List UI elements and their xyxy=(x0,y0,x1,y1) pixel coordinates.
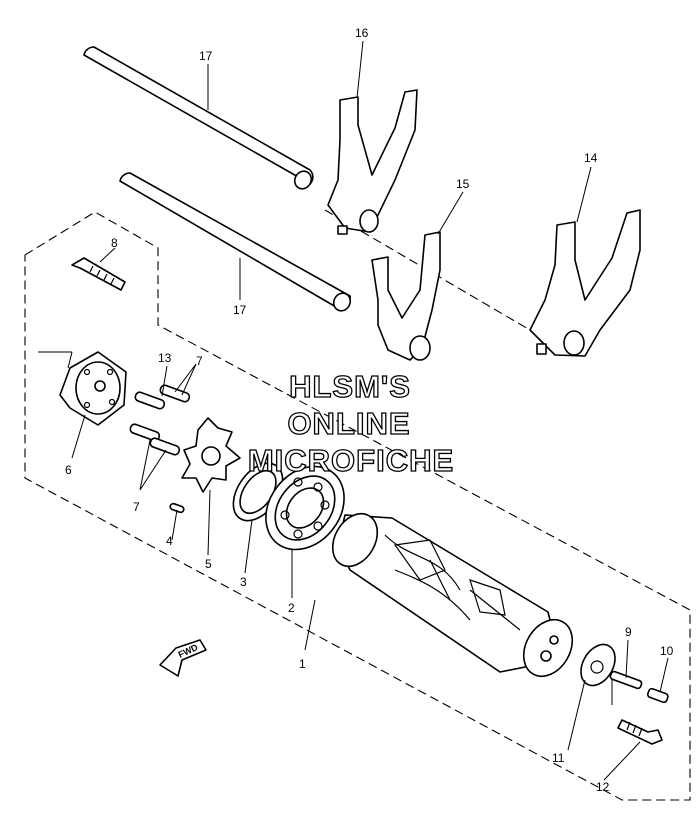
callout-13: 13 xyxy=(158,351,172,365)
forward-direction-arrow: FWD xyxy=(159,639,207,677)
shift-fork-shaft-lower xyxy=(119,172,352,312)
segment-6 xyxy=(59,351,127,426)
callout-12: 12 xyxy=(596,780,610,794)
callout-17-upper: 17 xyxy=(199,49,213,63)
callout-15: 15 xyxy=(456,177,470,191)
dowel-pins xyxy=(129,384,191,514)
watermark-line-2: ONLINE xyxy=(287,406,410,441)
shift-fork-14 xyxy=(529,209,641,357)
callout-8: 8 xyxy=(111,236,118,250)
assembly-boundary xyxy=(24,211,691,801)
callout-5: 5 xyxy=(205,557,212,571)
watermark-line-1: HLSM'S xyxy=(289,369,411,404)
callout-10: 10 xyxy=(660,644,674,658)
screw-8 xyxy=(71,257,126,291)
screw-12 xyxy=(617,719,663,745)
watermark: HLSM'S ONLINE MICROFICHE xyxy=(247,368,454,478)
shift-cam-stopper-5 xyxy=(181,417,241,493)
shift-drum-1 xyxy=(331,512,574,678)
callout-7-upper: 7 xyxy=(196,354,203,368)
callout-11: 11 xyxy=(552,751,565,765)
watermark-line-3: MICROFICHE xyxy=(248,443,454,478)
bearing-2 xyxy=(265,465,345,551)
shift-fork-shaft-upper xyxy=(83,46,314,190)
callout-3: 3 xyxy=(240,575,247,589)
callout-1: 1 xyxy=(299,657,306,671)
callout-16: 16 xyxy=(355,26,369,40)
retainer-plate-11 xyxy=(580,643,616,687)
callout-9: 9 xyxy=(625,625,632,639)
shift-fork-15 xyxy=(371,231,441,361)
callout-labels: 1 2 3 4 5 6 7 7 8 9 10 11 12 13 14 15 16… xyxy=(65,26,674,794)
leader-lines xyxy=(38,40,669,781)
callout-14: 14 xyxy=(584,151,598,165)
callout-7-lower: 7 xyxy=(133,500,140,514)
callout-6: 6 xyxy=(65,463,72,477)
pin-10 xyxy=(646,687,669,704)
callout-2: 2 xyxy=(288,601,295,615)
shift-fork-16 xyxy=(327,89,418,235)
callout-4: 4 xyxy=(166,534,173,548)
callout-17-lower: 17 xyxy=(233,303,247,317)
pin-9 xyxy=(609,670,643,690)
